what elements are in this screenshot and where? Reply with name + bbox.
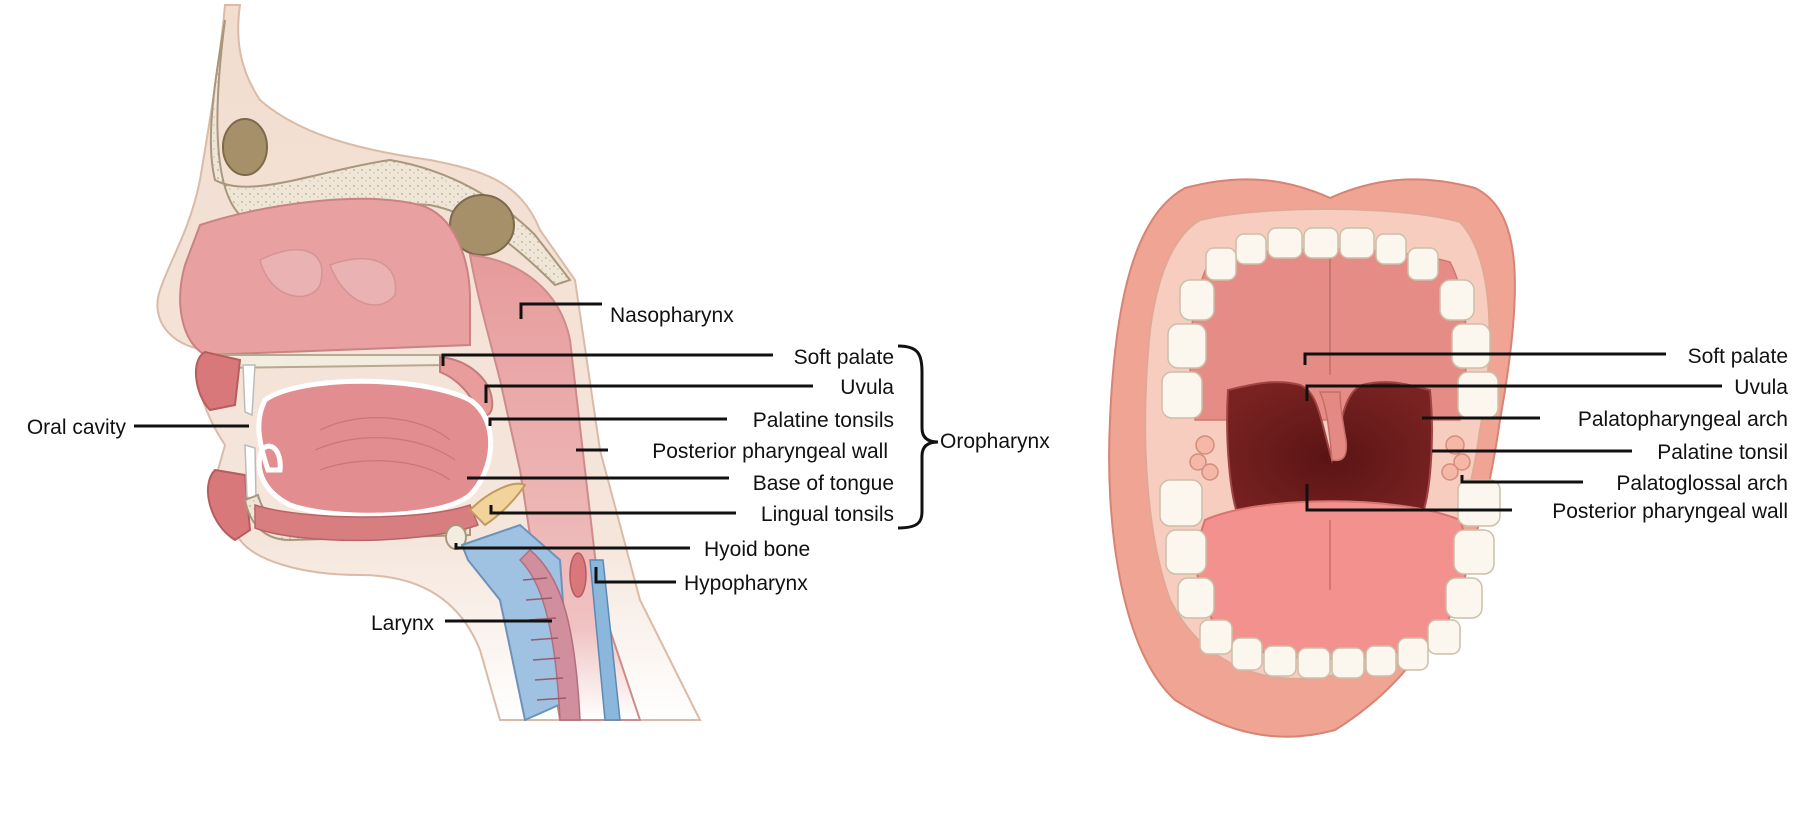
label-oropharynx: Oropharynx — [940, 430, 1050, 453]
label-lingual-tonsils: Lingual tonsils — [761, 503, 894, 526]
label-r-posterior-pharyngeal-wall: Posterior pharyngeal wall — [1552, 500, 1788, 523]
label-soft-palate: Soft palate — [794, 346, 894, 369]
label-hypopharynx: Hypopharynx — [684, 572, 808, 595]
right-labels: Soft palate Uvula Palatopharyngeal arch … — [1552, 345, 1788, 523]
open-mouth-illustration — [1109, 179, 1515, 736]
oropharynx-brace — [898, 346, 938, 528]
label-larynx: Larynx — [371, 612, 435, 635]
label-r-palatopharyngeal-arch: Palatopharyngeal arch — [1578, 408, 1788, 431]
tongue — [259, 381, 491, 515]
label-posterior-pharyngeal-wall: Posterior pharyngeal wall — [652, 440, 888, 463]
upper-lip — [196, 352, 240, 410]
tongue-front — [1197, 501, 1467, 659]
label-uvula: Uvula — [840, 376, 894, 399]
frontal-sinus — [223, 119, 267, 175]
arytenoid — [570, 553, 586, 597]
upper-incisor — [243, 365, 255, 415]
label-nasopharynx: Nasopharynx — [610, 304, 734, 327]
label-r-palatoglossal-arch: Palatoglossal arch — [1616, 472, 1788, 495]
label-palatine-tonsils: Palatine tonsils — [753, 409, 894, 432]
label-oral-cavity: Oral cavity — [27, 416, 127, 439]
lower-incisor — [245, 445, 256, 500]
label-r-uvula: Uvula — [1734, 376, 1788, 399]
label-r-soft-palate: Soft palate — [1688, 345, 1788, 368]
label-r-palatine-tonsil: Palatine tonsil — [1657, 441, 1788, 464]
label-hyoid-bone: Hyoid bone — [704, 538, 810, 561]
lower-lip — [208, 470, 250, 540]
nasal-cavity — [180, 199, 470, 355]
label-base-of-tongue: Base of tongue — [753, 472, 894, 495]
